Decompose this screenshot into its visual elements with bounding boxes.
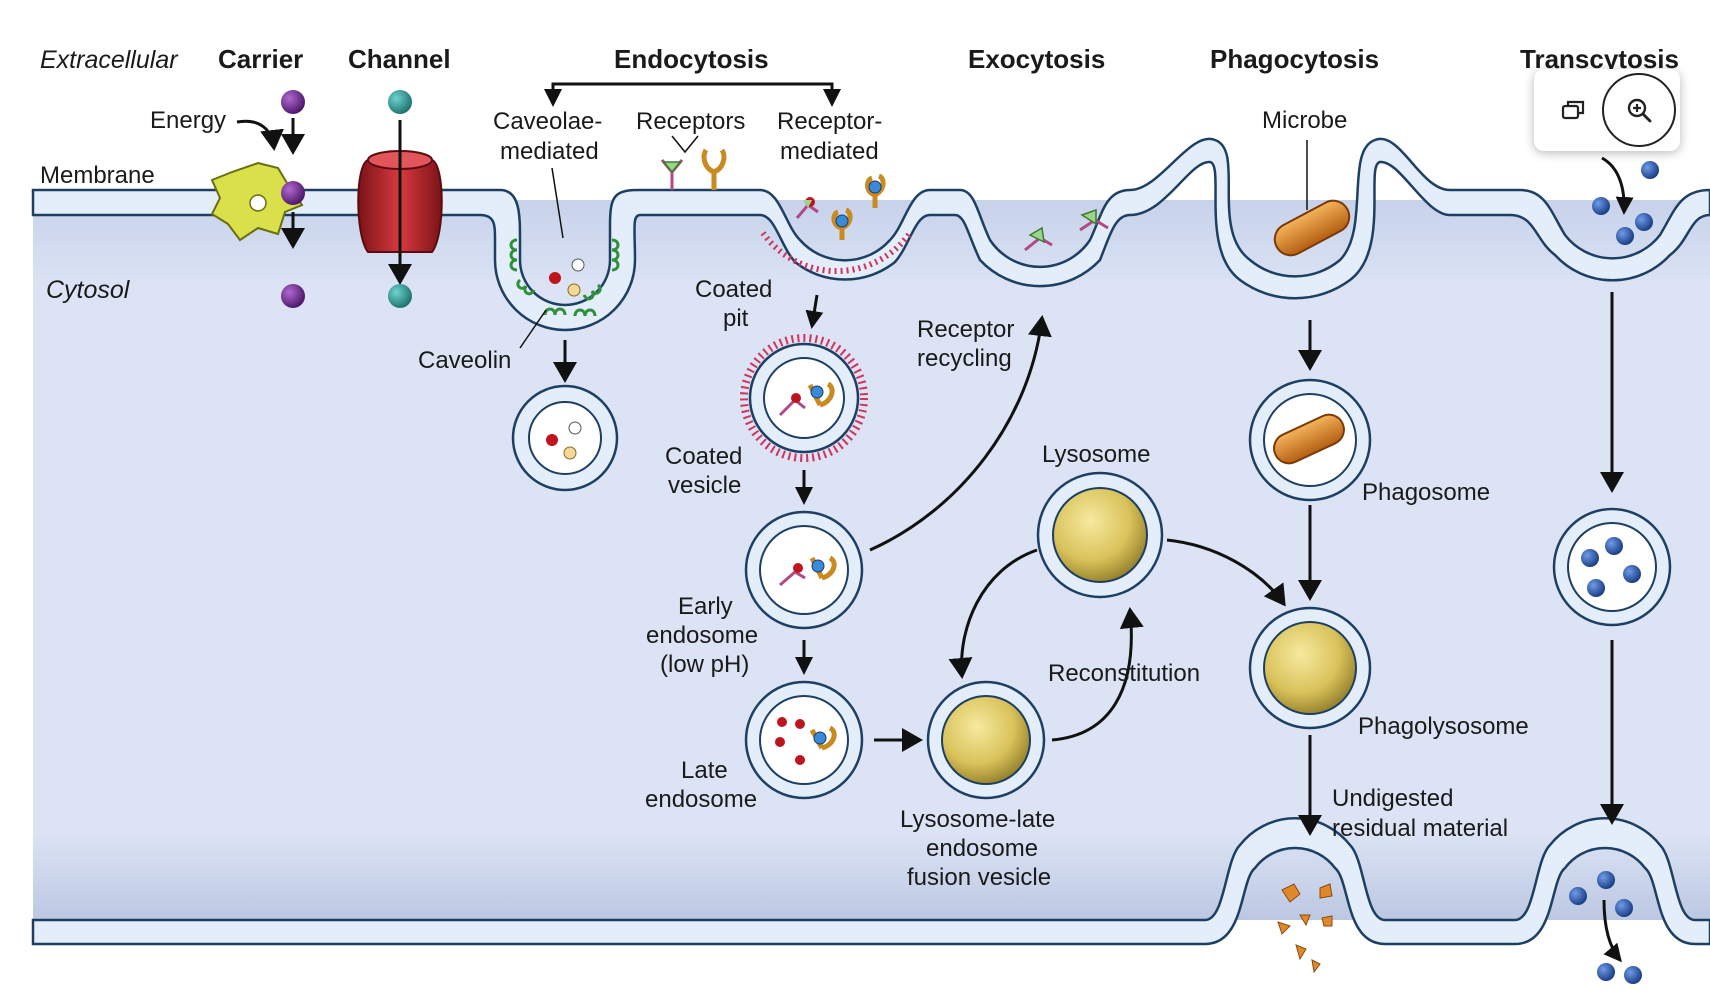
phagosome-label: Phagosome xyxy=(1362,479,1490,506)
copy-button[interactable] xyxy=(1552,88,1596,132)
energy-label: Energy xyxy=(150,107,226,134)
extracellular-label: Extracellular xyxy=(40,46,179,74)
coated-vesicle-label-1: Coated xyxy=(665,443,742,470)
caveolae-label-2: mediated xyxy=(500,138,599,165)
caveolae-cargo-white xyxy=(571,258,585,272)
caveolae-label-1: Caveolae- xyxy=(493,108,602,135)
late-endosome-label-2: endosome xyxy=(645,786,757,813)
carrier-header: Carrier xyxy=(218,44,303,74)
receptor-mediated-label-1: Receptor- xyxy=(777,108,882,135)
lysosome-to-phagolysosome-arrow xyxy=(1166,538,1286,607)
membrane-label: Membrane xyxy=(40,162,155,189)
channel-header: Channel xyxy=(348,44,451,74)
lysosome-to-fusion-arrow xyxy=(948,548,1038,679)
early-endosome xyxy=(744,510,864,630)
channel-molecule-inside xyxy=(388,284,412,308)
phagocytosis-header: Phagocytosis xyxy=(1210,44,1379,74)
transcytosis-exit-arrow xyxy=(1602,899,1622,963)
caveolin-pointer xyxy=(519,309,547,349)
transcytosis-cargo-outside xyxy=(1641,161,1659,179)
undigested-label-1: Undigested xyxy=(1332,785,1453,812)
coated-pit-receptors xyxy=(795,173,886,240)
pit-arrow-down xyxy=(805,294,824,329)
transcytosis-cargo-released-2 xyxy=(1624,966,1642,984)
early-endosome-label-2: endosome xyxy=(646,622,758,649)
transcytosis-cargo-exit-1 xyxy=(1569,887,1587,905)
microbe xyxy=(1273,199,1351,257)
late-endosome-label-1: Late xyxy=(681,757,728,784)
receptors-label: Receptors xyxy=(636,108,745,135)
cytosol-region xyxy=(33,200,1710,920)
receptor-recycling-label-1: Receptor xyxy=(917,316,1014,343)
endocytosis-bracket xyxy=(551,82,834,104)
microbe-label: Microbe xyxy=(1262,107,1347,134)
transcytosis-vesicle xyxy=(1552,507,1672,627)
reconstitution-label: Reconstitution xyxy=(1048,660,1200,687)
caveolae-pointer xyxy=(551,167,564,239)
clathrin-coat-pit xyxy=(760,231,913,275)
receptor-pink-surface xyxy=(660,159,684,190)
transcytosis-cargo-exit-2 xyxy=(1597,871,1615,889)
plasma-membrane-top xyxy=(31,137,1710,332)
early-endosome-label-1: Early xyxy=(678,593,733,620)
transcytosis-cargo-pit-3 xyxy=(1635,213,1653,231)
undigested-label-2: residual material xyxy=(1332,815,1508,842)
transcytosis-cargo-exit-3 xyxy=(1615,899,1633,917)
transcytosis-cargo-pit-1 xyxy=(1592,197,1610,215)
zoom-in-button[interactable] xyxy=(1602,73,1676,147)
phagolysosome xyxy=(1248,606,1372,730)
plasma-membrane-bottom xyxy=(31,817,1710,946)
endocytosis-header: Endocytosis xyxy=(614,44,769,74)
coated-pit-label-1: Coated xyxy=(695,276,772,303)
caveolin-label: Caveolin xyxy=(418,347,511,374)
zoom-in-icon xyxy=(1627,98,1652,123)
reconstitution-arrow xyxy=(1051,607,1144,742)
fusion-vesicle xyxy=(926,680,1046,800)
fusion-vesicle-label-2: endosome xyxy=(926,835,1038,862)
lysosome-label: Lysosome xyxy=(1042,441,1151,468)
energy-arrow xyxy=(236,119,284,151)
carrier-molecule-inside xyxy=(281,284,305,308)
residual-fragments xyxy=(1277,883,1333,974)
caveolin-coat xyxy=(509,238,620,317)
transcytosis-cargo-released-1 xyxy=(1597,963,1615,981)
caveolae-cargo-yellow xyxy=(567,283,581,297)
receptors-pointer xyxy=(671,135,699,154)
coated-pit-label-2: pit xyxy=(723,305,749,332)
lysosome xyxy=(1036,471,1164,599)
channel-molecule-outside xyxy=(388,90,412,114)
caveolae-cargo-red xyxy=(549,272,561,284)
receptor-recycling-arrow xyxy=(869,315,1052,552)
phagolysosome-label: Phagolysosome xyxy=(1358,713,1529,740)
carrier-molecule-outside xyxy=(281,90,305,114)
coated-vesicle xyxy=(740,334,868,462)
copy-icon xyxy=(1561,100,1585,120)
caveolae-vesicle xyxy=(511,384,619,492)
fusion-vesicle-label-3: fusion vesicle xyxy=(907,864,1051,891)
image-toolbar xyxy=(1534,69,1680,151)
transcytosis-entry-arrow xyxy=(1601,156,1634,215)
exocytosis-header: Exocytosis xyxy=(968,44,1105,74)
transcytosis-cargo-pit-2 xyxy=(1616,227,1634,245)
fusion-vesicle-label-1: Lysosome-late xyxy=(900,806,1055,833)
receptor-mediated-label-2: mediated xyxy=(780,138,879,165)
carrier-molecule-bound xyxy=(281,181,305,205)
exocytosis-receptors xyxy=(1024,208,1109,252)
coated-vesicle-label-2: vesicle xyxy=(668,472,741,499)
late-endosome xyxy=(744,680,864,800)
receptor-recycling-label-2: recycling xyxy=(917,345,1012,372)
cytosol-label: Cytosol xyxy=(46,276,131,304)
early-endosome-label-3: (low pH) xyxy=(660,651,749,678)
receptor-orange-surface xyxy=(701,148,727,190)
phagosome xyxy=(1248,378,1372,502)
